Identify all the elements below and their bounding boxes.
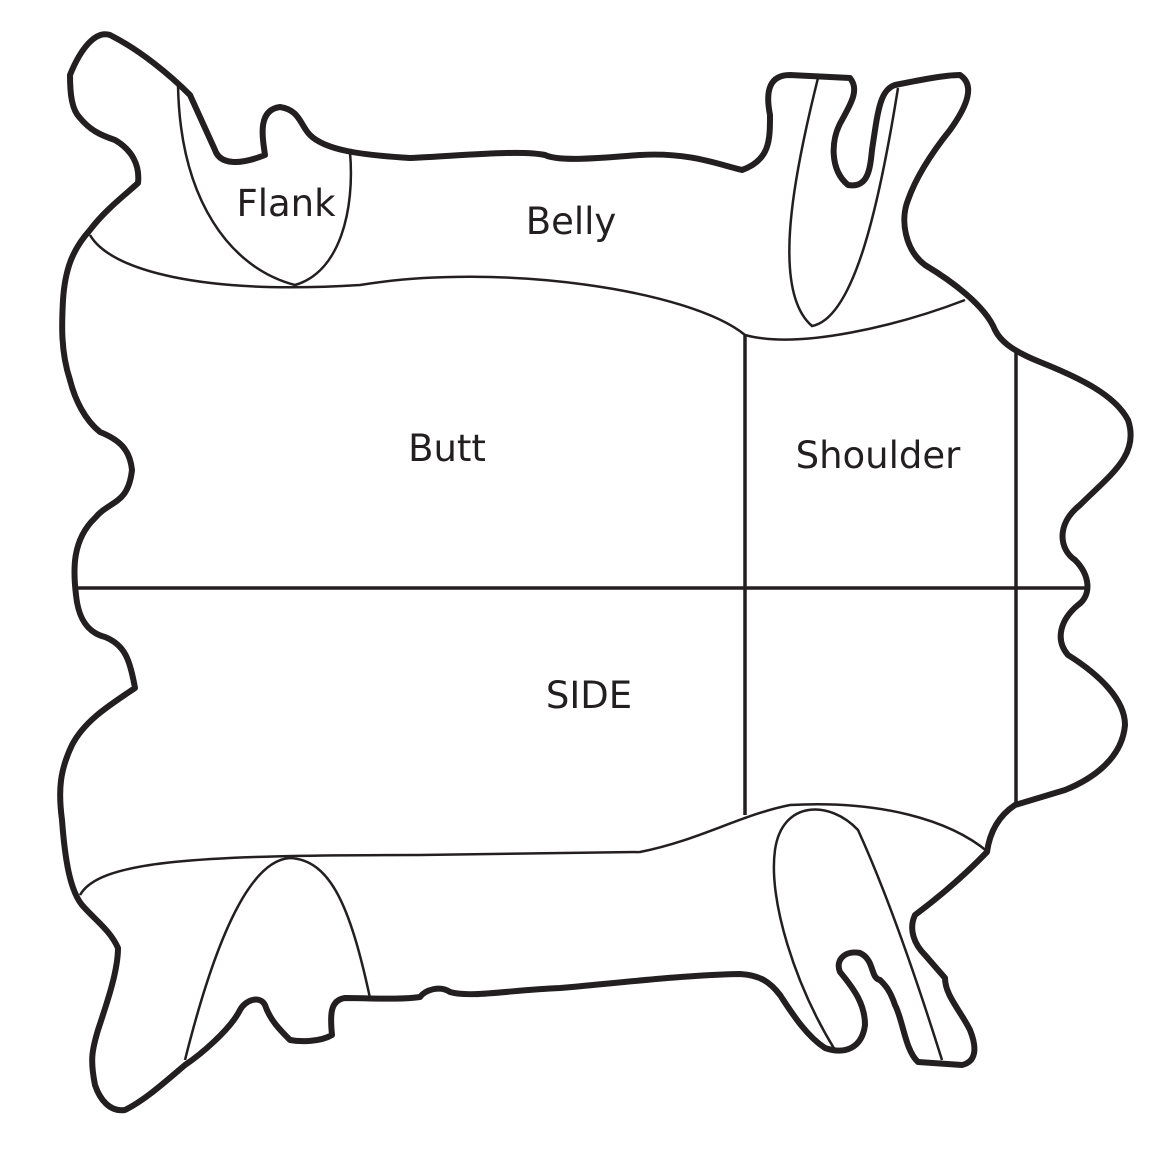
label-belly: Belly [526, 200, 617, 243]
label-butt: Butt [408, 427, 486, 470]
label-side: SIDE [546, 674, 632, 717]
belly-boundary-bottom [78, 803, 989, 896]
label-shoulder: Shoulder [796, 434, 962, 477]
hide-outline [57, 31, 1134, 1114]
flank-boundary-top [176, 84, 353, 287]
foreleg-bottom [772, 808, 944, 1061]
belly-boundary-top [88, 234, 966, 341]
hindleg-bottom [183, 856, 372, 1061]
foreleg-top [788, 77, 900, 328]
label-flank: Flank [236, 182, 336, 225]
section-lines [76, 77, 1086, 1061]
